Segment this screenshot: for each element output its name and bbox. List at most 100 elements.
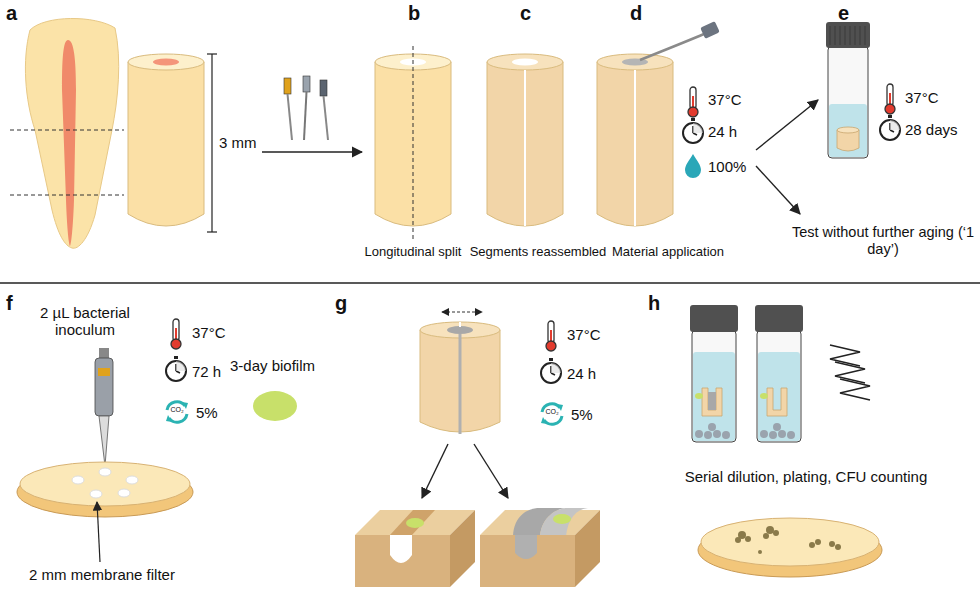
condition-label: 37°C [708, 91, 742, 108]
sonication-vial [692, 330, 736, 442]
endodontic-files [284, 78, 291, 94]
aging-vial [826, 22, 870, 158]
agar-plate [745, 536, 751, 542]
process-arrow [474, 444, 508, 498]
step-caption: Segments reassembled [470, 245, 607, 260]
sonication-vial [787, 431, 795, 439]
process-arrow [262, 151, 362, 152]
agar-plate [835, 544, 841, 550]
panel-letter: g [335, 292, 347, 315]
endodontic-files [288, 94, 293, 140]
dimension-label: 3 mm [219, 134, 257, 151]
agar-plate [72, 476, 84, 484]
agar-plate [701, 518, 879, 566]
applicator-needle [700, 21, 720, 39]
time-icon [166, 356, 186, 381]
sonication-vial [690, 305, 738, 332]
agar-plate [735, 526, 841, 554]
time-icon [541, 358, 561, 383]
agar-plate [766, 526, 774, 534]
agar-plate [118, 489, 130, 497]
agar-plate [763, 533, 769, 539]
tooth-illustration [10, 130, 124, 131]
endodontic-files [284, 76, 328, 140]
sonication-vial [760, 393, 768, 399]
root-segment [634, 70, 636, 226]
sonication-vial [760, 430, 768, 438]
pipette [95, 358, 113, 416]
root-segment [420, 322, 500, 434]
panel-letter: c [520, 2, 531, 25]
endodontic-files [304, 92, 307, 140]
condition-label: 37°C [192, 324, 226, 341]
half-segment [553, 514, 571, 524]
condition-label: 100% [708, 158, 746, 175]
dimension-bracket [211, 54, 212, 232]
process-arrow [422, 444, 448, 498]
aging-vial [829, 104, 867, 157]
process-arrow [756, 166, 800, 214]
endodontic-files [324, 96, 329, 140]
sonication-vial [758, 352, 800, 441]
temperature-icon [885, 84, 895, 114]
temperature-icon [171, 319, 181, 349]
agar-plate [698, 518, 882, 577]
root-segment [459, 322, 461, 327]
root-segment [512, 59, 538, 66]
half-segment [355, 535, 450, 587]
condition-label: 37°C [567, 326, 601, 343]
half-segment [575, 510, 600, 587]
sonication-vial [755, 305, 803, 442]
vibration-symbol [830, 345, 870, 400]
dimension-bracket [207, 54, 217, 232]
root-segment [128, 54, 204, 70]
half-segment [390, 510, 435, 535]
leader-arrow [97, 502, 100, 562]
temperature-icon [688, 87, 698, 117]
step-caption: Material application [612, 245, 724, 260]
applicator-needle [640, 34, 704, 60]
sonication-vial [778, 430, 786, 438]
half-segment [406, 518, 424, 528]
aging-vial [837, 127, 859, 133]
aging-vial [828, 46, 868, 158]
sonication-vial [704, 431, 712, 439]
sonication-vial [702, 388, 722, 416]
step-caption: 2 µL bacterial inoculum [26, 304, 144, 339]
condition-label: 28 days [905, 121, 958, 138]
agar-plate [773, 530, 779, 536]
sonication-vial [769, 431, 777, 439]
panel-letter: f [6, 292, 13, 315]
sonication-vial [767, 388, 787, 416]
split-line [413, 46, 414, 240]
sonication-vial [690, 305, 738, 442]
condition-label: 24 h [708, 123, 737, 140]
biofilm [253, 391, 297, 421]
separation-arrow [442, 312, 482, 313]
root-segment [459, 334, 462, 434]
temperature-icon [546, 321, 556, 351]
agar-plate [735, 537, 741, 543]
sonication-vial [695, 430, 703, 438]
agar-plate [758, 550, 762, 554]
condition-label: 37°C [905, 89, 939, 106]
agar-plate [17, 462, 193, 517]
tooth-illustration [25, 18, 118, 248]
pipette [99, 348, 109, 358]
sonication-vial [773, 423, 781, 431]
endodontic-files [303, 76, 310, 92]
aging-vial [826, 22, 870, 48]
root-segment [597, 54, 673, 70]
root-segment [447, 326, 473, 334]
tooth-illustration [10, 195, 124, 196]
sonication-vial [695, 393, 703, 399]
dimension-bracket [207, 53, 217, 54]
agar-plate [20, 462, 190, 506]
agar-plate [90, 490, 102, 498]
step-caption: Serial dilution, plating, CFU counting [685, 468, 928, 485]
callout-label: 2 mm membrane filter [29, 566, 175, 583]
panel-letter: b [408, 2, 420, 25]
condition-label: 24 h [567, 365, 596, 382]
pipette [99, 416, 109, 466]
